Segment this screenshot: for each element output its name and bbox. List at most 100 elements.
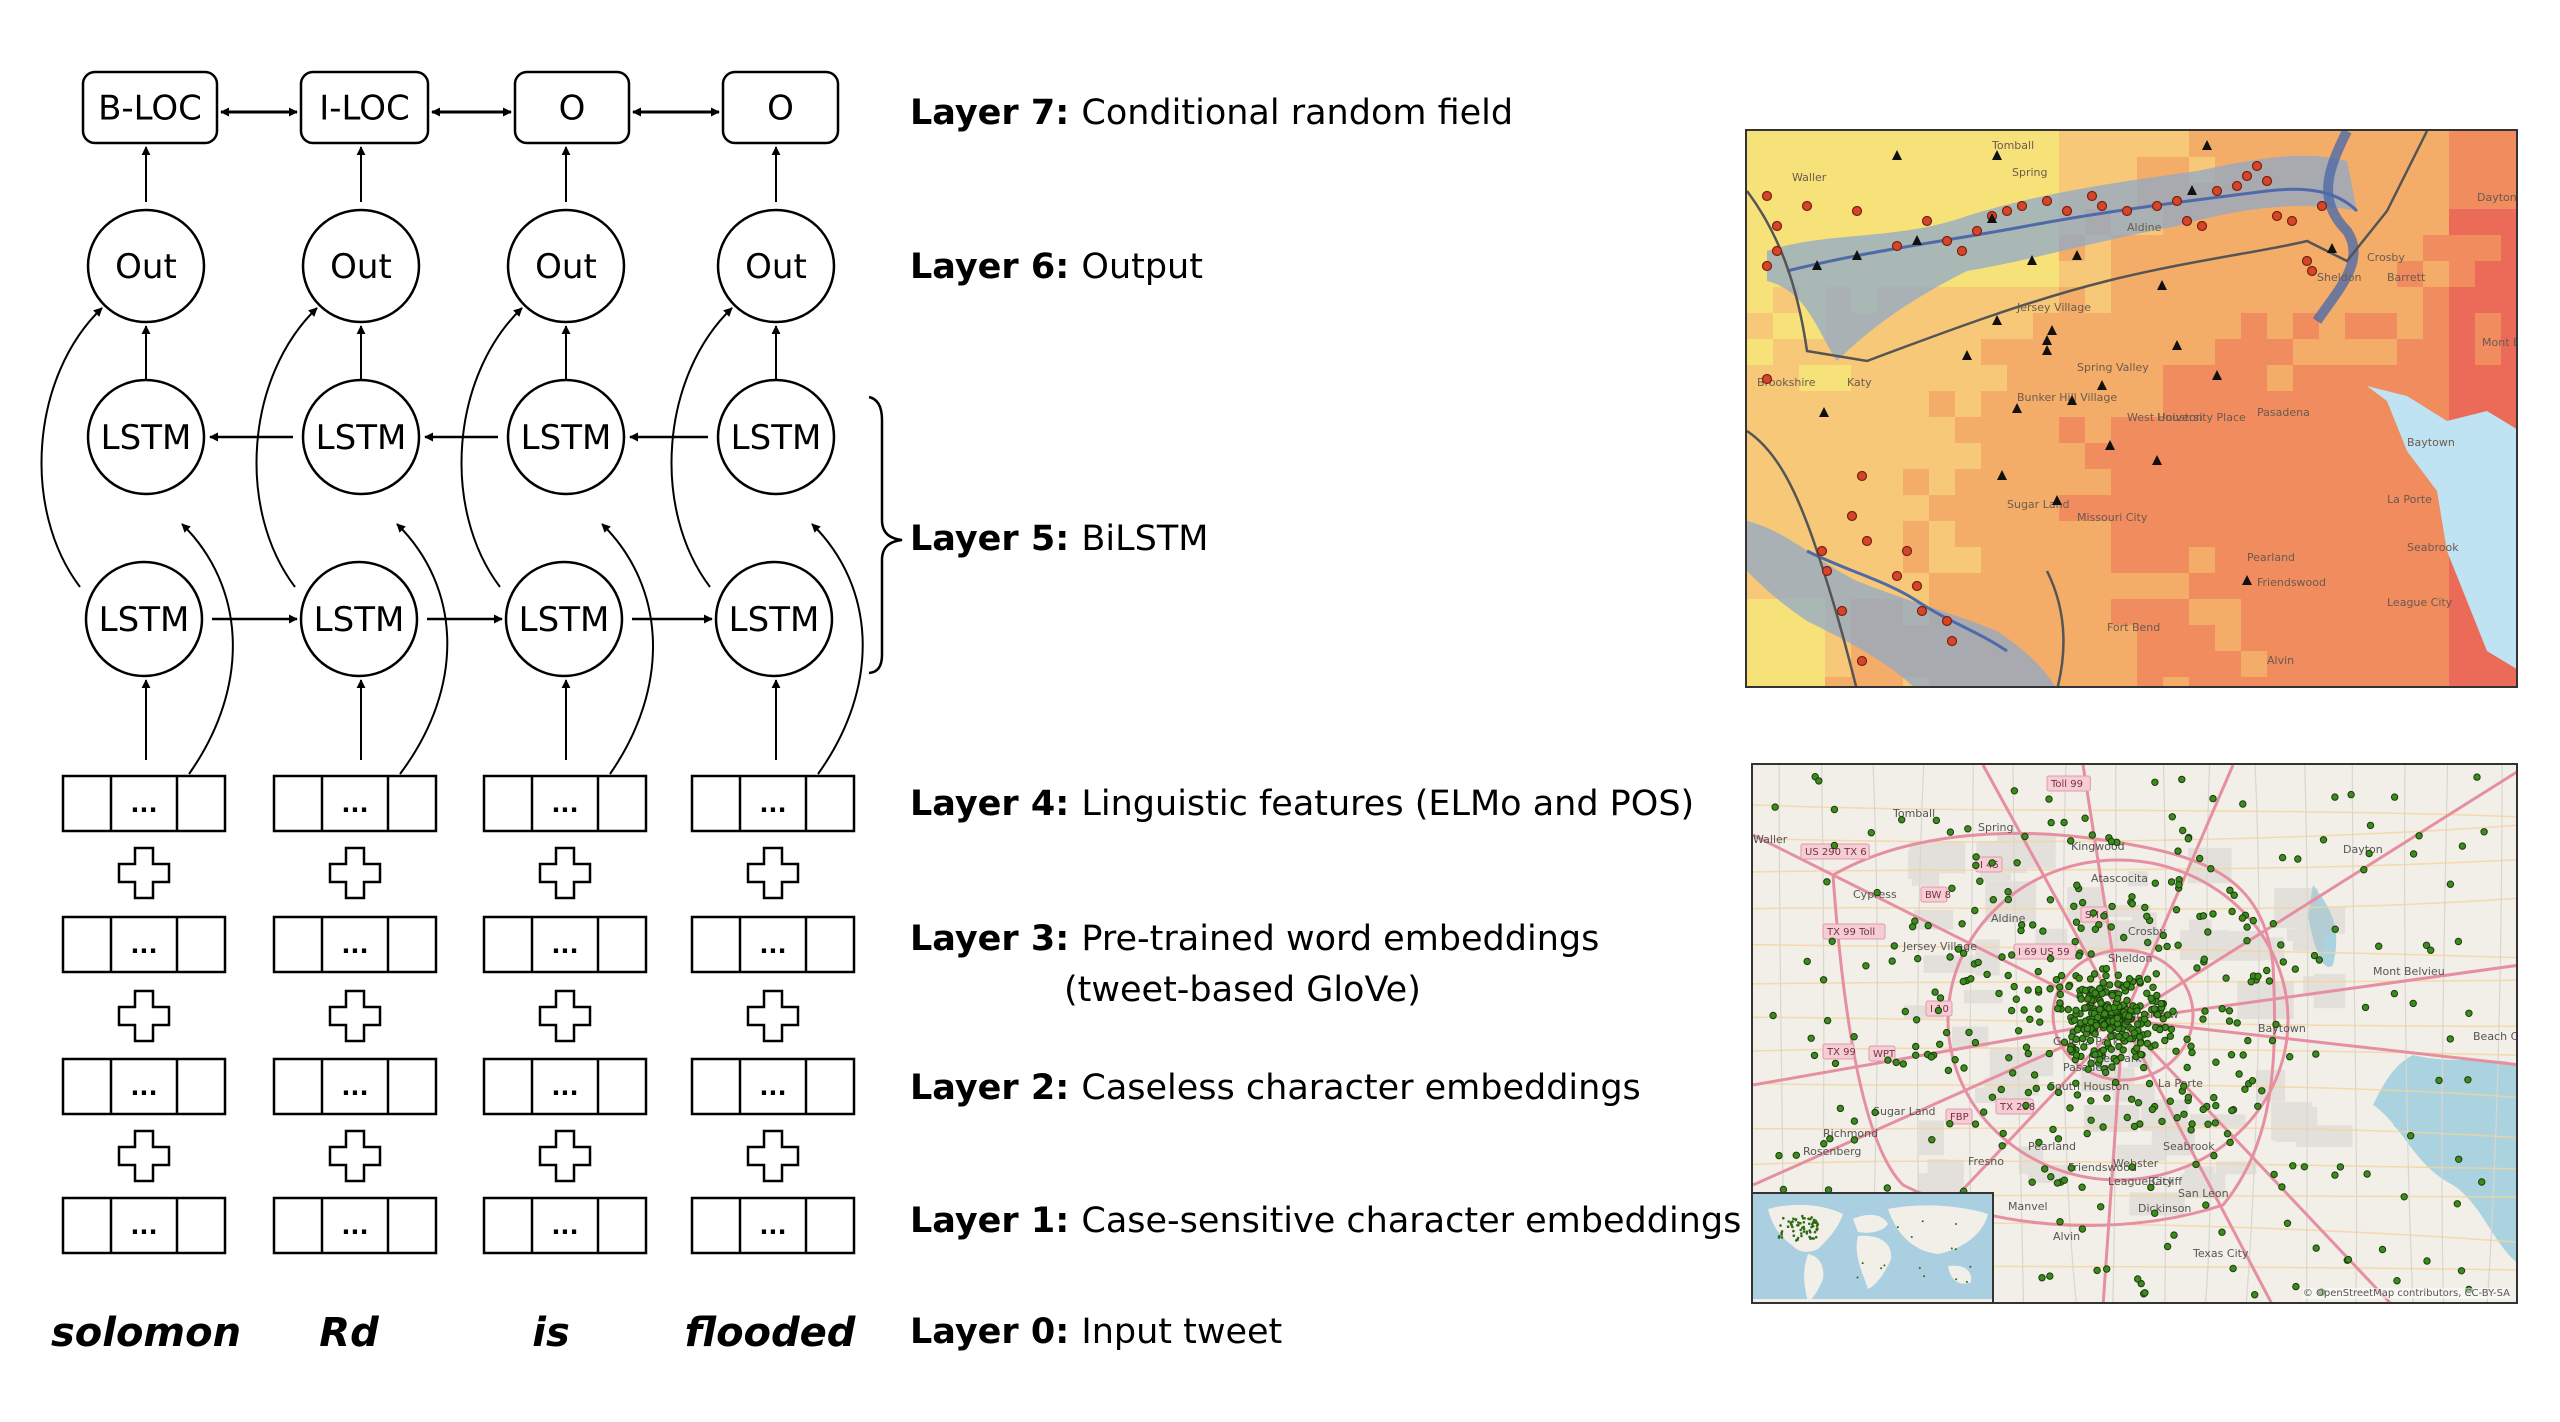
station-marker (1912, 235, 1922, 245)
embedding-ellipsis: ... (551, 1073, 578, 1101)
heat-cell (2189, 287, 2216, 314)
heat-cell (2449, 209, 2476, 236)
heat-cell (2319, 495, 2346, 522)
heat-cell (2007, 391, 2034, 418)
tweet-marker (2130, 1029, 2138, 1037)
heat-cell (1929, 391, 1956, 418)
heat-cell (1825, 677, 1852, 686)
river-gauge-marker (2271, 210, 2283, 222)
inset-tweet-marker (1813, 1230, 1817, 1234)
heat-cell (2293, 495, 2320, 522)
tweet-marker (2344, 1255, 2353, 1264)
map-place-label: Dayton (2477, 191, 2517, 204)
heat-cell (2111, 599, 2138, 626)
tweet-marker (1999, 1129, 2007, 1138)
tweet-marker (2128, 900, 2136, 908)
heat-cell (2215, 625, 2242, 652)
river-gauge-marker (2301, 255, 2313, 267)
backward-lstm-node: LSTM (716, 378, 836, 496)
tweet-marker (2071, 1016, 2079, 1024)
tweet-marker (2200, 955, 2208, 963)
tweet-marker (1836, 1104, 1845, 1113)
heat-cell (2059, 313, 2086, 340)
heat-cell (2007, 261, 2034, 288)
tweet-marker (2300, 1163, 2309, 1171)
river-gauge-marker (1856, 655, 1868, 667)
embedding-vector: ... (272, 915, 438, 974)
heat-cell (2293, 365, 2320, 392)
inset-tweet-marker (1814, 1235, 1818, 1239)
tweet-marker (2034, 967, 2042, 976)
crf-tag-rect (721, 70, 840, 145)
heat-cell (1747, 131, 1774, 158)
heat-cell (2475, 677, 2502, 686)
river-gauge-marker (1941, 615, 1953, 627)
heat-cell (2501, 391, 2516, 418)
heat-cell (1903, 391, 1930, 418)
station-marker (2212, 370, 2222, 380)
heat-cell (1851, 443, 1878, 470)
map-place-label: Atascocita (2091, 872, 2148, 885)
heat-cell (2397, 625, 2424, 652)
tweet-marker (2108, 991, 2116, 1000)
embedding-ellipsis: ... (130, 790, 157, 818)
layer-name: Layer 5: (910, 519, 1082, 559)
urban-block (2292, 933, 2325, 951)
river-gauge-marker (2211, 185, 2223, 197)
tweet-marker (2192, 1160, 2200, 1169)
map-place-label: Aldine (1991, 912, 2026, 925)
tweet-marker (2096, 1056, 2104, 1064)
heat-cell (1929, 417, 1956, 444)
map-place-label: Friendswood (2068, 1161, 2137, 1174)
embedding-vector-box (482, 915, 648, 974)
layer-label-5: Layer 5: BiLSTM (910, 522, 1208, 557)
tweet-marker (2225, 1007, 2234, 1015)
river-gauge-marker (2316, 200, 2328, 212)
embedding-vector: ... (272, 1057, 438, 1116)
world-inset-map (1753, 1192, 1994, 1302)
tweet-marker (2039, 927, 2047, 935)
plus-icon (117, 989, 171, 1043)
tweet-marker (2415, 832, 2423, 840)
heat-cell (2319, 651, 2346, 678)
urban-block (1917, 1173, 1941, 1194)
river-gauge-marker (1946, 635, 1958, 647)
station-marker (2067, 395, 2077, 405)
heat-cell (2007, 339, 2034, 366)
tweet-marker (2180, 1082, 2188, 1090)
heat-cell (2293, 469, 2320, 496)
heat-cell (2293, 677, 2320, 686)
tweet-marker (1912, 1016, 1921, 1024)
crf-tag-label: B-LOC (98, 89, 202, 129)
layer-name: Layer 4: (910, 784, 1082, 824)
tweet-marker (2143, 1039, 2152, 1048)
continent-africa (1856, 1235, 1892, 1289)
heat-cell (2501, 287, 2516, 314)
heat-cell (2163, 443, 2190, 470)
tweet-marker (1959, 949, 1968, 957)
road-shield-label: BW 8 (1925, 890, 1951, 901)
heat-cell (2423, 183, 2450, 210)
heat-cell (2371, 417, 2398, 444)
heat-cell (1955, 521, 1982, 548)
edges (40, 107, 903, 775)
river-gauge-marker (1901, 545, 1913, 557)
inset-tweet-marker (1802, 1221, 1806, 1224)
heat-cell (1877, 547, 1904, 574)
heat-cell (1929, 131, 1956, 158)
tweet-marker (2046, 985, 2054, 993)
tweet-marker (2233, 1019, 2241, 1027)
heat-cell (1747, 495, 1774, 522)
tweet-marker (2054, 1088, 2063, 1097)
tweet-marker (2212, 1101, 2220, 1110)
heat-cell (2059, 573, 2086, 600)
tweet-marker (2455, 1155, 2463, 1163)
inset-tweet-marker (1799, 1228, 1802, 1232)
heat-cell (2345, 547, 2372, 574)
crf-tag-box: O (721, 70, 840, 145)
heat-cell (2501, 261, 2516, 288)
tweet-marker (2473, 773, 2481, 781)
tweet-marker (2010, 787, 2019, 795)
road-shield-label: Toll 99 (2050, 779, 2083, 790)
road-shield-box (2046, 775, 2091, 792)
